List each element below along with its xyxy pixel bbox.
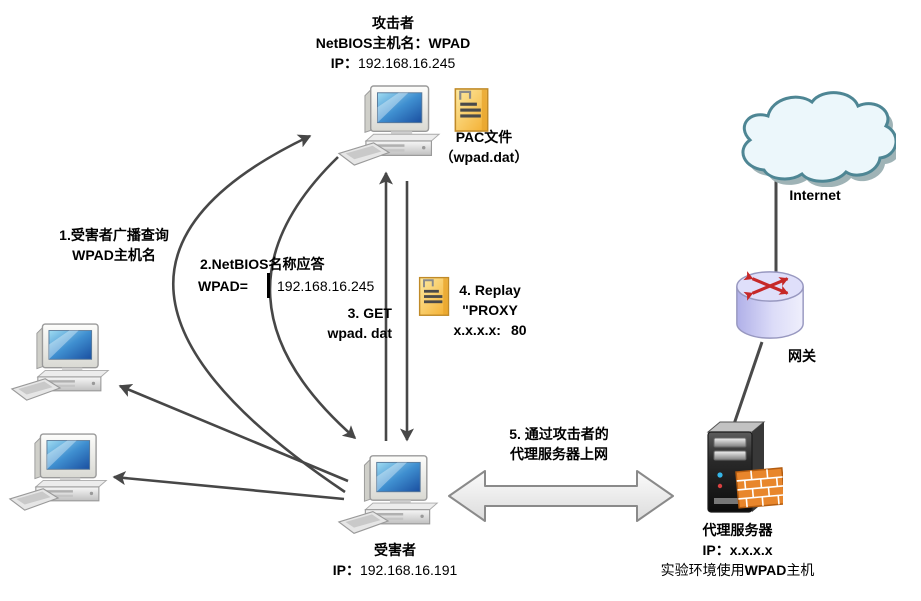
proxy-label: 代理服务器 IP：x.x.x.x 实验环境使用WPAD主机 <box>650 521 825 581</box>
attacker-ip-label: IP： <box>330 54 358 71</box>
text-cursor-artifact <box>267 273 270 298</box>
gateway-label: 网关 <box>788 348 816 364</box>
proxy-note: 实验环境使用WPAD主机 <box>650 561 825 581</box>
attacker-ip-value: 192.168.16.245 <box>357 54 456 71</box>
step2-wpad: WPAD= <box>198 278 248 294</box>
pac-file-label: PAC文件 （wpad.dat） <box>425 128 543 168</box>
step1-line2: WPAD主机名 <box>72 246 156 263</box>
attacker-netbios: NetBIOS主机名：WPAD <box>315 34 471 51</box>
client-computer-2-icon <box>9 433 107 511</box>
step3-label: 3. GET wpad. dat <box>292 304 392 344</box>
proxy-note-wpad: WPAD <box>744 561 787 578</box>
victim-ip-label: IP： <box>332 561 360 578</box>
attacker-name: 攻击者 <box>372 15 414 31</box>
step4-port: 80 <box>510 321 527 338</box>
gateway-router-icon <box>737 272 803 338</box>
netbios-reply-arrow <box>268 156 357 439</box>
victim-computer-icon <box>338 455 438 535</box>
step4-label: 4. Replay "PROXY x.x.x.x: 80 <box>435 281 545 341</box>
pac-file-icon <box>454 87 489 133</box>
step4-line2: "PROXY <box>462 301 518 318</box>
victim-ip-value: 192.168.16.191 <box>359 561 458 578</box>
victim-name: 受害者 <box>374 542 416 558</box>
attacker-label: 攻击者 NetBIOS主机名：WPAD IP：192.168.16.245 <box>288 14 498 74</box>
proxy-note-pre: 实验环境使用 <box>660 561 745 578</box>
step3-line2: wpad. dat <box>327 324 392 341</box>
step4-host: x.x.x.x: <box>453 321 501 338</box>
client-computer-1-icon <box>11 323 109 401</box>
step1-label: 1.受害者广播查询 WPAD主机名 <box>38 226 190 266</box>
broadcast-to-client1-arrow <box>118 383 349 483</box>
step4-line3: x.x.x.x: 80 <box>435 321 545 341</box>
step3-line1: 3. GET <box>347 305 392 321</box>
step5-line1: 5. 通过攻击者的 <box>509 426 609 442</box>
internet-label: Internet <box>789 187 841 203</box>
broadcast-to-client2-arrow <box>112 471 345 501</box>
proxy-name: 代理服务器 <box>702 522 773 538</box>
pac-file-name: （wpad.dat） <box>439 148 529 165</box>
step1-line1: 1.受害者广播查询 <box>59 227 169 243</box>
step2-line1: 2.NetBIOS名称应答 <box>200 256 325 272</box>
gateway-proxy-link <box>730 341 764 431</box>
victim-label: 受害者 IP：192.168.16.191 <box>315 541 475 581</box>
proxy-server-icon <box>707 421 783 513</box>
internet-cloud-icon <box>741 91 896 187</box>
pac-file-title: PAC文件 <box>455 129 513 145</box>
attacker-ip-line: IP：192.168.16.245 <box>288 54 498 74</box>
step4-line1: 4. Replay <box>459 282 521 298</box>
proxy-note-post: 主机 <box>786 561 815 578</box>
step5-label: 5. 通过攻击者的 代理服务器上网 <box>495 425 623 465</box>
step5-line2: 代理服务器上网 <box>510 445 608 462</box>
proxy-ip-label: IP： <box>702 541 730 558</box>
proxy-ip-line: IP：x.x.x.x <box>650 541 825 561</box>
victim-ip-line: IP：192.168.16.191 <box>315 561 475 581</box>
broadcast-query-arrow <box>171 134 346 494</box>
proxy-ip-value: x.x.x.x <box>729 541 773 558</box>
proxy-traffic-double-arrow <box>448 470 674 522</box>
step2-ip: 192.168.16.245 <box>277 278 375 294</box>
